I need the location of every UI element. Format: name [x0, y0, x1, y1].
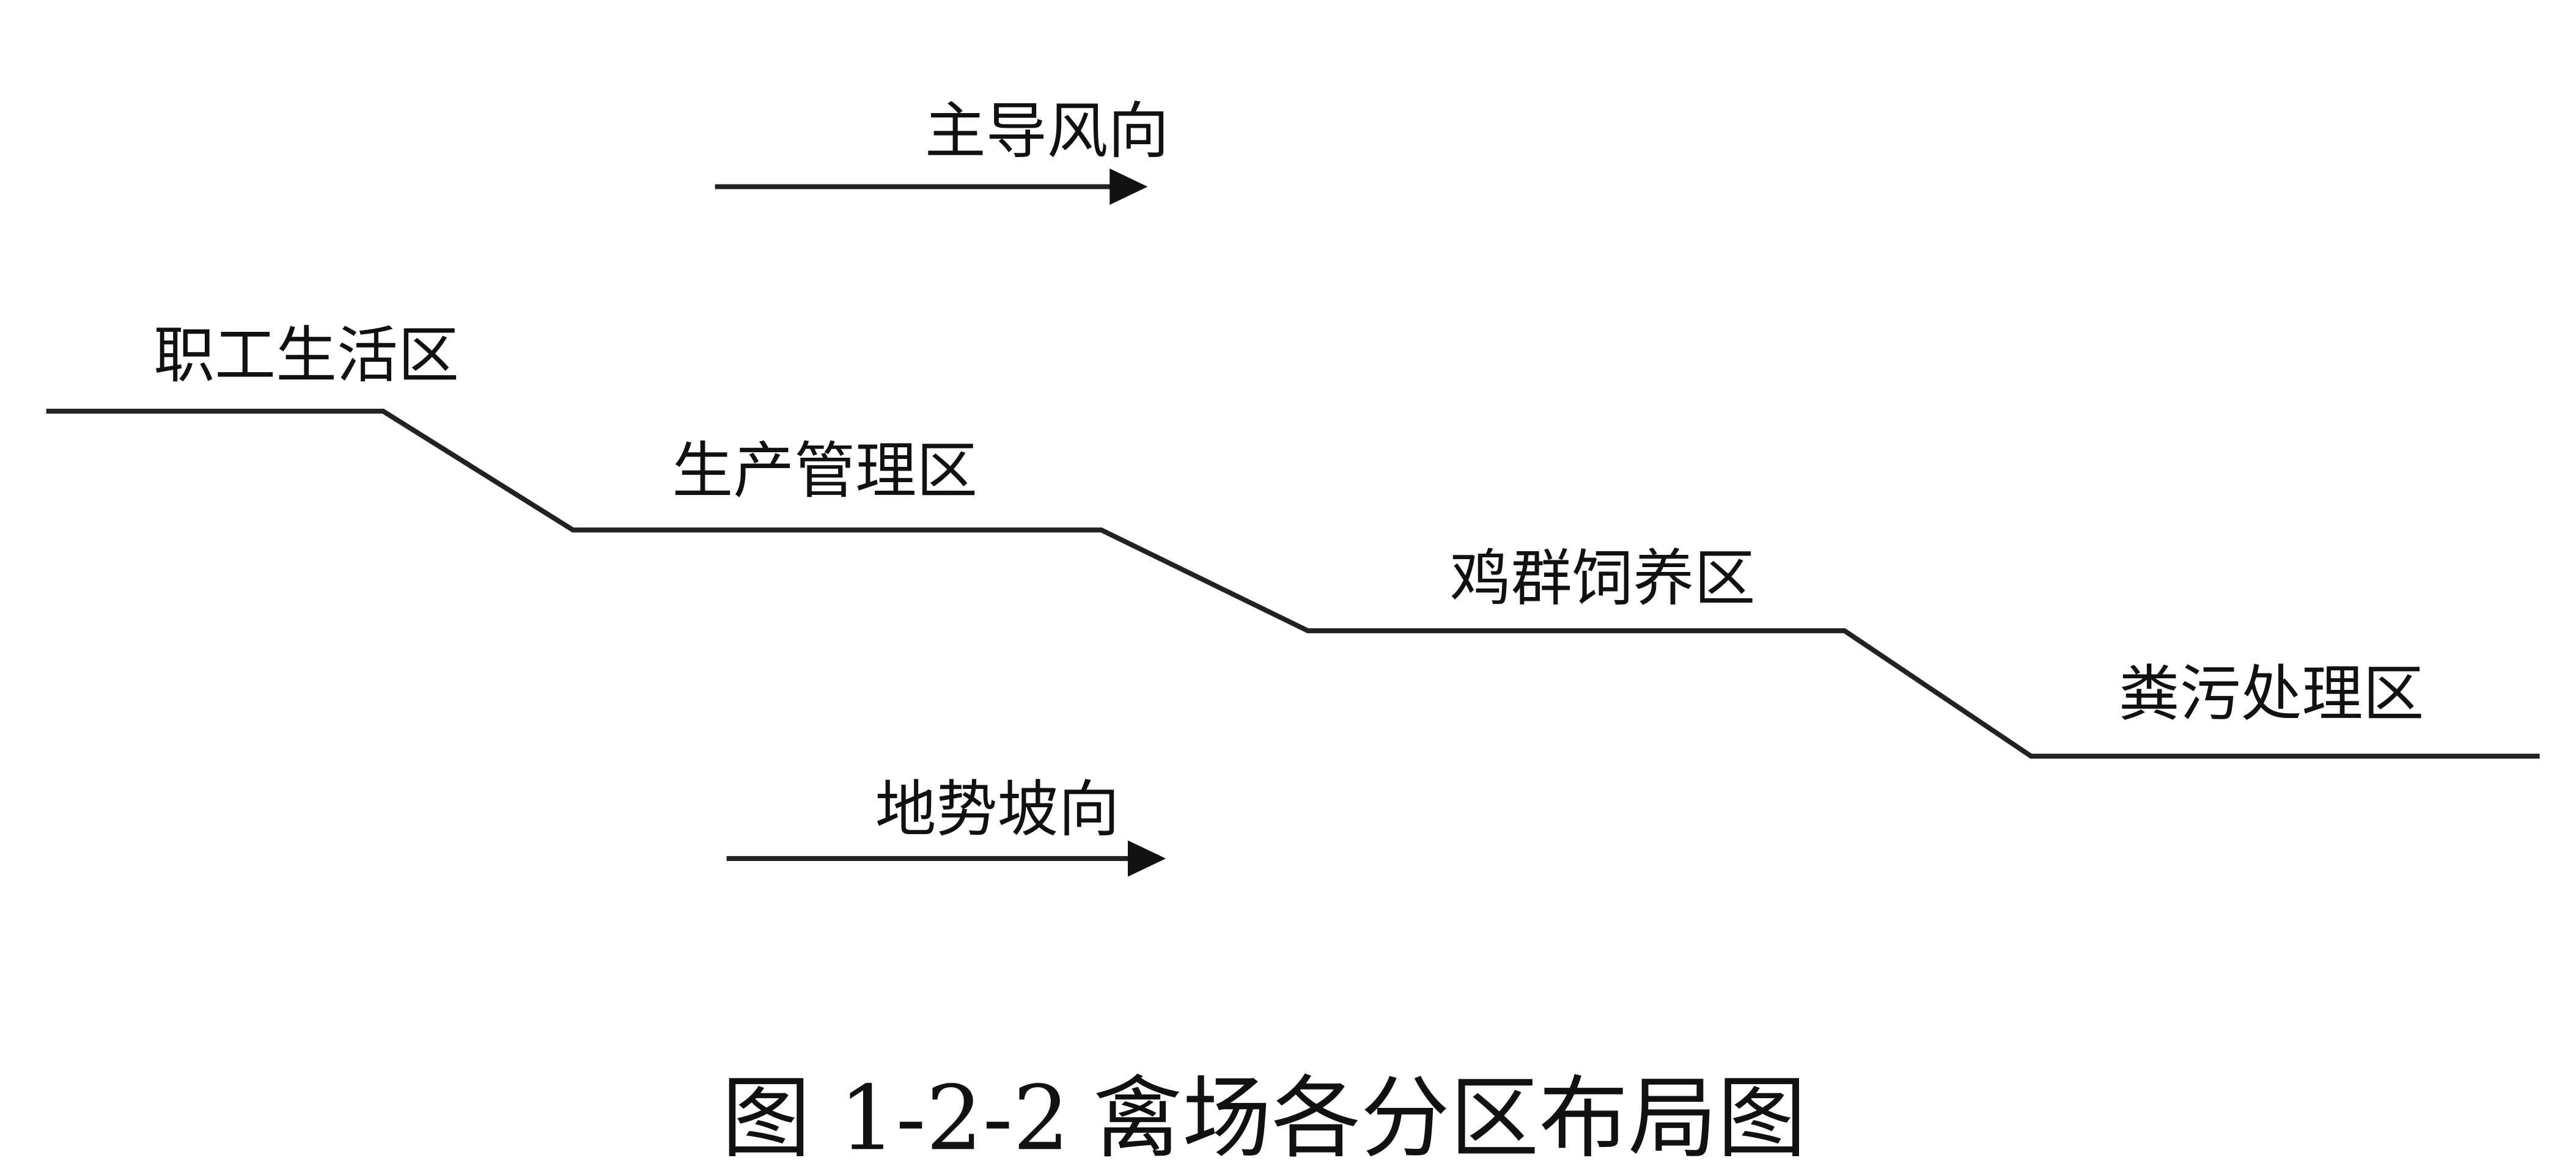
figure-number: 图 1-2-2 — [721, 1067, 1069, 1169]
zone-manure-treatment-label: 粪污处理区 — [2119, 658, 2424, 730]
wind-direction-arrow — [715, 168, 1148, 205]
zone-production-management-label: 生产管理区 — [672, 435, 977, 507]
wind-direction-label: 主导风向 — [925, 95, 1169, 167]
slope-direction-label: 地势坡向 — [875, 774, 1120, 845]
figure-title: 禽场各分区布局图 — [1093, 1067, 1806, 1169]
slope-direction-arrow — [726, 840, 1166, 877]
terrain-profile-line — [46, 408, 2540, 759]
zone-poultry-rearing-label: 鸡群饲养区 — [1450, 543, 1756, 614]
zone-staff-living-label: 职工生活区 — [153, 320, 459, 391]
